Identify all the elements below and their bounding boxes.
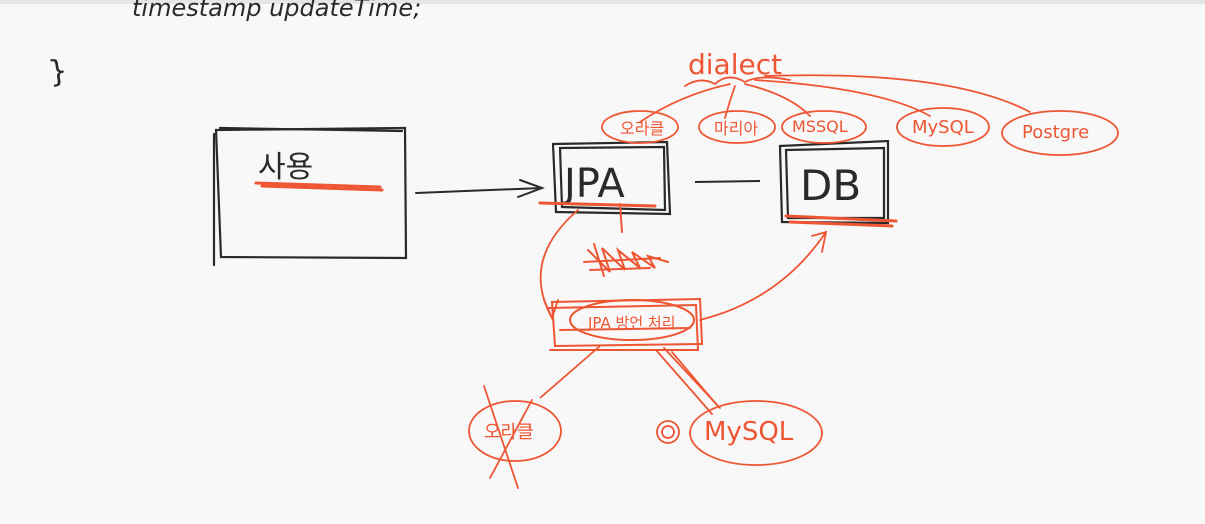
middle-box xyxy=(547,297,704,351)
dialect-fanout xyxy=(639,74,1031,123)
dialect-option-1-label: 오라클 xyxy=(620,119,664,138)
jpa-db-connector xyxy=(694,180,761,183)
client-box xyxy=(212,126,408,267)
jpa-to-middle-curve xyxy=(539,209,579,321)
db-underline xyxy=(784,214,898,228)
dialect-option-2-label: 마리아 xyxy=(714,119,758,138)
dialect-option-3-label: MSSQL xyxy=(792,117,848,136)
dialect-option-5-label: Postgre xyxy=(1022,122,1089,143)
bottom-left-option xyxy=(468,385,562,489)
dialect-option-2: 마리아 xyxy=(698,110,776,144)
middle-to-left-line xyxy=(539,345,601,399)
middle-to-right-lines xyxy=(655,347,721,415)
jpa-underline xyxy=(538,201,657,208)
top-strip xyxy=(0,0,1205,4)
jpa-label: JPA xyxy=(561,161,625,207)
client-to-jpa-arrow xyxy=(415,179,545,198)
middle-label: JPA 방언 처리 xyxy=(587,314,676,332)
dialect-option-4: MySQL xyxy=(896,107,990,147)
bottom-left-label: 오라클 xyxy=(484,422,534,443)
dialect-option-1: 오라클 xyxy=(601,110,679,144)
dialect-option-4-label: MySQL xyxy=(912,117,974,138)
bottom-right-label: MySQL xyxy=(704,417,794,447)
code-brace: } xyxy=(46,53,70,90)
client-underline xyxy=(254,181,384,192)
bottom-right-option xyxy=(656,400,823,466)
db-box xyxy=(778,139,890,225)
db-label: DB xyxy=(800,161,861,210)
dialect-option-5: Postgre xyxy=(1001,110,1119,156)
scribble xyxy=(583,203,669,277)
dialect-option-3: MSSQL xyxy=(781,110,867,144)
middle-to-db-arrow xyxy=(699,230,828,321)
code-line: timestamp updateTime; xyxy=(132,0,421,22)
client-label: 사용 xyxy=(258,150,313,185)
